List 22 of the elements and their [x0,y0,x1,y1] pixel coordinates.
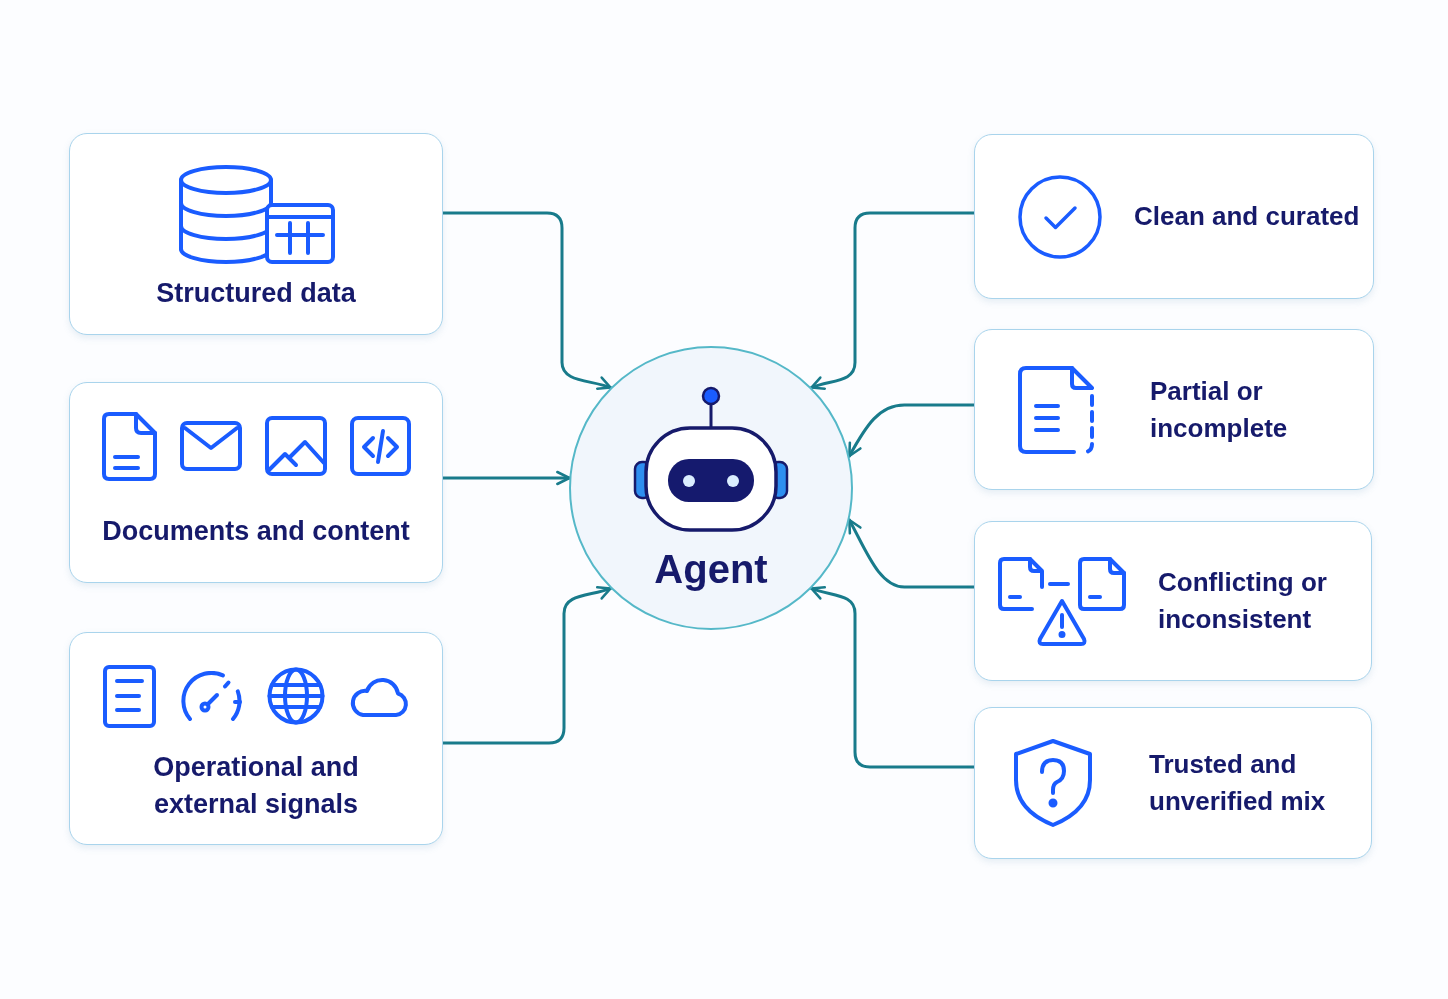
data-quality-card [974,329,1374,490]
card-label: Conflicting or inconsistent [1158,566,1328,636]
data-quality-card [974,134,1374,299]
arrow [441,585,613,745]
card-label: Structured data [156,277,356,310]
arrow [809,211,976,391]
source-card [69,382,443,583]
source-card [69,133,443,335]
card-label: Trusted and unverified mix [1149,748,1327,818]
card-label: Documents and content [102,514,410,548]
data-quality-card [974,707,1372,859]
card-label: Clean and curated [1134,200,1361,233]
arrow [441,470,571,486]
arrow [441,211,613,391]
card-label: Operational and external signals [152,750,360,821]
arrow [847,518,976,589]
data-quality-card [974,521,1372,681]
source-card [69,632,443,845]
arrow [847,403,976,458]
card-label: Partial or incomplete [1150,374,1289,445]
agent-label: Agent [654,545,768,592]
arrow [809,585,976,769]
